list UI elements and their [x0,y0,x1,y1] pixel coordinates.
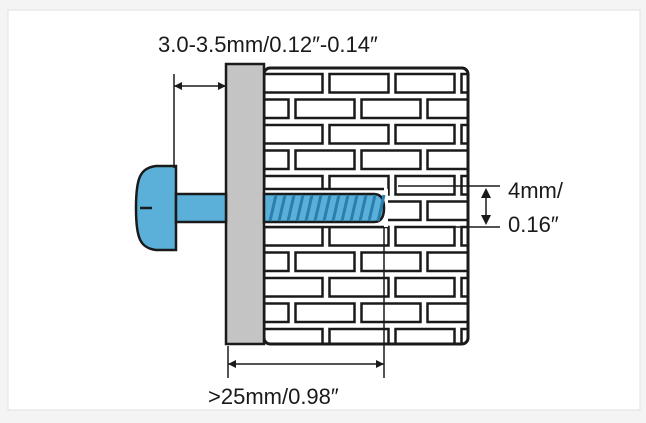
screw-depth-label: >25mm/0.98″ [208,384,339,409]
brick [362,253,421,272]
brick [330,125,389,144]
hole-diameter-label-line1: 4mm/ [508,178,564,203]
brick [296,253,355,272]
brick [296,304,355,323]
brick [362,304,421,323]
brick [330,227,389,246]
gap-thickness-label: 3.0-3.5mm/0.12″-0.14″ [158,32,378,57]
brick [362,151,421,170]
brick [330,74,389,93]
brick [396,125,455,144]
brick [296,151,355,170]
brick [330,278,389,297]
brick [264,125,323,144]
hole-diameter-label-line2: 0.16″ [508,212,559,237]
brick [296,100,355,119]
screw-neck [176,194,226,222]
brick [264,227,323,246]
mounting-plate [226,64,264,344]
brick [264,278,323,297]
brick [396,227,455,246]
brick [396,74,455,93]
brick [396,278,455,297]
brick [362,100,421,119]
brick [264,74,323,93]
